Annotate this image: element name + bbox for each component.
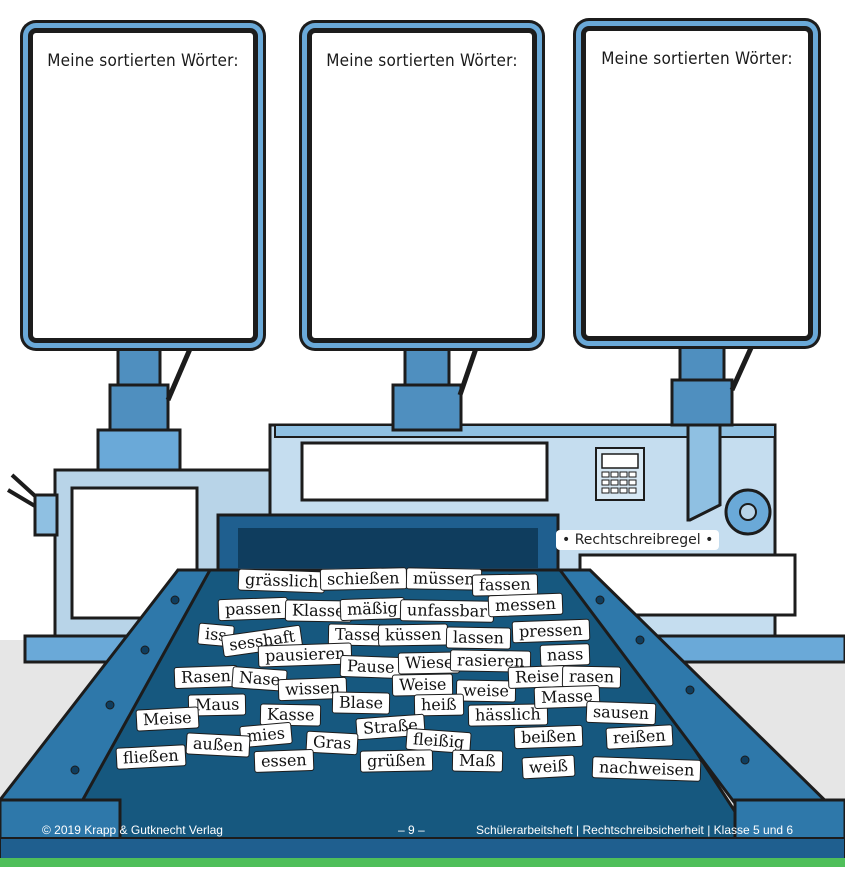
word-card[interactable]: reißen [605,724,674,750]
word-card[interactable]: Meise [135,706,200,732]
word-card[interactable]: messen [487,592,564,618]
footer-accent-bar [0,858,845,867]
word-card[interactable]: passen [217,596,289,622]
word-board-1: Meine sortierten Wörter: [28,28,258,343]
rule-label: • Rechtschreibregel • [556,530,720,550]
word-card[interactable]: pressen [511,618,590,644]
word-card[interactable]: grässlich [237,568,326,594]
board-title: Meine sortierten Wörter: [601,49,793,69]
word-card[interactable]: beißen [513,724,584,750]
footer-page-number: – 9 – [398,823,425,837]
word-card[interactable]: Maß [451,749,503,773]
word-board-2: Meine sortierten Wörter: [307,28,537,343]
word-card[interactable]: mäßig [339,596,406,622]
word-card[interactable]: Blase [331,691,391,715]
word-card[interactable]: essen [253,748,315,774]
word-card[interactable]: sausen [585,700,657,726]
word-card[interactable]: nachweisen [591,756,702,782]
page-footer: © 2019 Krapp & Gutknecht Verlag – 9 – Sc… [0,818,845,842]
word-card[interactable]: grüßen [359,749,433,773]
word-card[interactable]: küssen [377,623,449,647]
word-card[interactable]: unfassbar [399,599,495,623]
word-card[interactable]: weise [455,679,517,703]
machine-window-top [300,441,549,502]
word-card[interactable]: Rasen [173,664,239,690]
footer-copyright: © 2019 Krapp & Gutknecht Verlag [42,823,223,837]
word-card[interactable]: müssen [405,567,482,591]
board-title: Meine sortierten Wörter: [47,51,239,71]
footer-series: Schülerarbeitsheft | Rechtschreibsicherh… [476,823,794,837]
word-card[interactable]: Gras [305,730,359,756]
word-card[interactable]: außen [185,732,251,758]
word-card[interactable]: schießen [319,567,407,591]
word-card[interactable]: weiß [521,754,576,780]
word-card[interactable]: nass [539,643,591,667]
word-card[interactable]: lassen [445,626,512,650]
word-board-3: Meine sortierten Wörter: [581,26,813,341]
word-card[interactable]: pausieren [257,642,353,668]
word-card[interactable]: fließen [115,744,187,770]
board-title: Meine sortierten Wörter: [326,51,518,71]
